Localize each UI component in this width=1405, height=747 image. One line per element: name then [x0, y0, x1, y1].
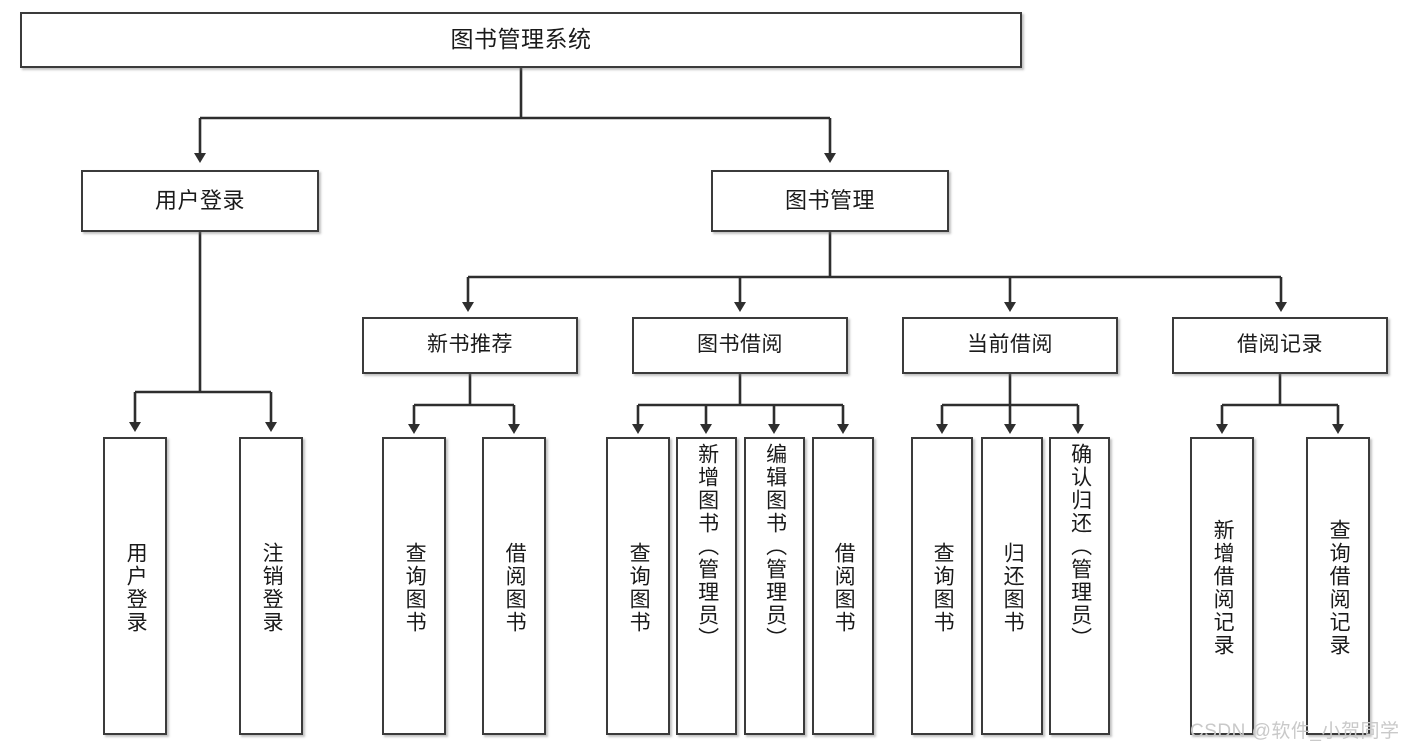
leaf-current-confirm-return-admin-label: 确认归还（管理员）: [1068, 443, 1092, 650]
node-user-login[interactable]: 用户登录: [81, 170, 319, 232]
leaf-current-return-book-label: 归还图书: [1001, 542, 1025, 634]
leaf-current-query-book[interactable]: 查询图书: [911, 437, 973, 735]
node-user-login-label: 用户登录: [154, 188, 245, 214]
leaf-borrow-add-book-admin[interactable]: 新增图书（管理员）: [676, 437, 737, 735]
leaf-user-login[interactable]: 用户登录: [103, 437, 167, 735]
leaf-newbook-query-book-label: 查询图书: [403, 542, 427, 634]
node-current-borrow-label: 当前借阅: [967, 333, 1053, 357]
node-borrow-record-label: 借阅记录: [1237, 333, 1323, 357]
leaf-borrow-borrow-book-label: 借阅图书: [832, 542, 856, 634]
leaf-record-query-record[interactable]: 查询借阅记录: [1306, 437, 1370, 735]
leaf-borrow-borrow-book[interactable]: 借阅图书: [812, 437, 874, 735]
leaf-borrow-edit-book-admin-label: 编辑图书（管理员）: [763, 443, 787, 650]
leaf-record-query-record-label: 查询借阅记录: [1327, 519, 1351, 657]
leaf-newbook-query-book[interactable]: 查询图书: [382, 437, 446, 735]
node-book-management[interactable]: 图书管理: [711, 170, 949, 232]
leaf-borrow-edit-book-admin[interactable]: 编辑图书（管理员）: [744, 437, 805, 735]
leaf-newbook-borrow-book-label: 借阅图书: [503, 542, 527, 634]
leaf-current-return-book[interactable]: 归还图书: [981, 437, 1043, 735]
node-root-label: 图书管理系统: [450, 26, 592, 53]
node-new-book-recommend-label: 新书推荐: [427, 333, 513, 357]
node-current-borrow[interactable]: 当前借阅: [902, 317, 1118, 374]
leaf-record-add-record[interactable]: 新增借阅记录: [1190, 437, 1254, 735]
node-book-borrow-label: 图书借阅: [697, 333, 783, 357]
leaf-current-query-book-label: 查询图书: [931, 542, 955, 634]
leaf-user-logout[interactable]: 注销登录: [239, 437, 303, 735]
csdn-watermark: CSDN @软件_小贺同学: [1190, 721, 1400, 742]
leaf-current-confirm-return-admin[interactable]: 确认归还（管理员）: [1049, 437, 1110, 735]
leaf-user-login-label: 用户登录: [124, 542, 148, 634]
node-book-management-label: 图书管理: [784, 188, 875, 214]
node-new-book-recommend[interactable]: 新书推荐: [362, 317, 578, 374]
node-root[interactable]: 图书管理系统: [20, 12, 1022, 68]
leaf-user-logout-label: 注销登录: [260, 542, 284, 634]
node-borrow-record[interactable]: 借阅记录: [1172, 317, 1388, 374]
leaf-record-add-record-label: 新增借阅记录: [1211, 519, 1235, 657]
leaf-borrow-add-book-admin-label: 新增图书（管理员）: [695, 443, 719, 650]
leaf-newbook-borrow-book[interactable]: 借阅图书: [482, 437, 546, 735]
leaf-borrow-query-book-label: 查询图书: [627, 542, 651, 634]
leaf-borrow-query-book[interactable]: 查询图书: [606, 437, 670, 735]
node-book-borrow[interactable]: 图书借阅: [632, 317, 848, 374]
